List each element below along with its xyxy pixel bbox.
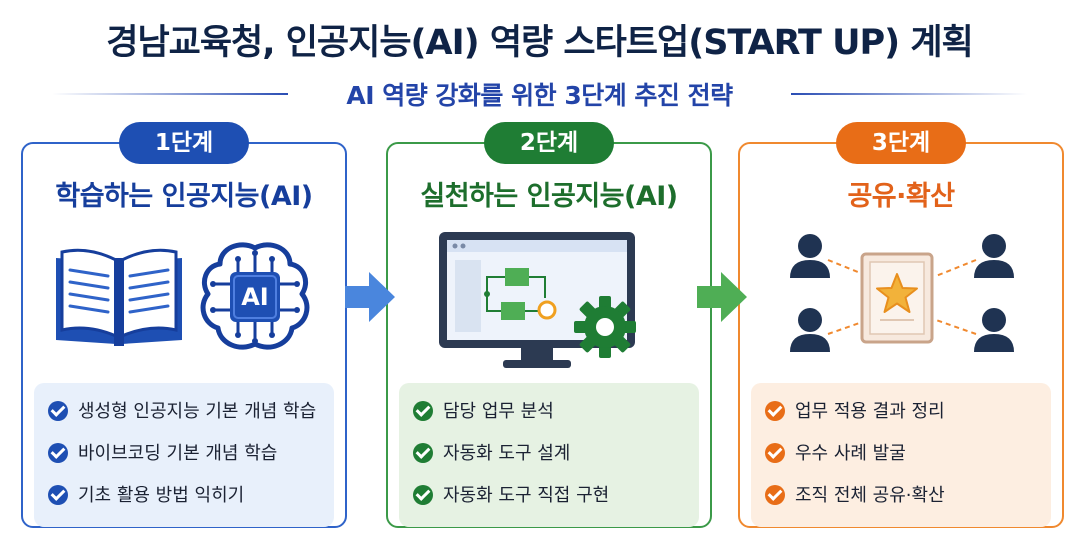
stage-2-badge: 2단계 <box>484 122 614 164</box>
page-title: 경남교육청, 인공지능(AI) 역량 스타트업(START UP) 계획 <box>106 23 974 63</box>
check-icon <box>765 443 785 463</box>
star-document-icon <box>860 252 934 344</box>
subtitle-divider-right <box>791 93 1027 95</box>
check-icon <box>765 401 785 421</box>
list-item: 기초 활용 방법 익히기 <box>48 483 244 509</box>
gear-icon <box>574 296 636 358</box>
check-icon <box>413 485 433 505</box>
check-icon <box>48 485 68 505</box>
check-icon <box>48 443 68 463</box>
list-item: 자동화 도구 직접 구현 <box>413 483 609 509</box>
stage-1-item-list: 생성형 인공지능 기본 개념 학습 바이브코딩 기본 개념 학습 기초 활용 방… <box>34 383 334 527</box>
arrow-right-icon <box>697 272 747 322</box>
stage-1-title: 학습하는 인공지능(AI) <box>55 181 313 212</box>
subtitle-row: AI 역량 강화를 위한 3단계 추진 전략 <box>0 74 1079 110</box>
list-item: 바이브코딩 기본 개념 학습 <box>48 441 277 467</box>
list-item: 우수 사례 발굴 <box>765 441 906 467</box>
list-item: 생성형 인공지능 기본 개념 학습 <box>48 399 316 425</box>
list-item: 자동화 도구 설계 <box>413 441 570 467</box>
stage-3-title: 공유·확산 <box>847 181 955 212</box>
check-icon <box>765 485 785 505</box>
list-item-label: 기초 활용 방법 익히기 <box>78 485 245 506</box>
list-item-label: 바이브코딩 기본 개념 학습 <box>78 443 278 464</box>
arrow-right-icon <box>345 272 395 322</box>
list-item-label: 업무 적용 결과 정리 <box>795 401 945 422</box>
list-item-label: 담당 업무 분석 <box>443 401 554 422</box>
list-item: 업무 적용 결과 정리 <box>765 399 945 425</box>
stage-3-badge: 3단계 <box>836 122 966 164</box>
ai-brain-icon <box>200 242 310 350</box>
subtitle-divider-left <box>52 93 288 95</box>
ai-chip-label: AI <box>241 283 269 311</box>
list-item-label: 우수 사례 발굴 <box>795 443 906 464</box>
list-item: 담당 업무 분석 <box>413 399 554 425</box>
list-item-label: 생성형 인공지능 기본 개념 학습 <box>78 401 317 422</box>
check-icon <box>413 443 433 463</box>
stage-2-item-list: 담당 업무 분석 자동화 도구 설계 자동화 도구 직접 구현 <box>399 383 699 527</box>
list-item: 조직 전체 공유·확산 <box>765 483 945 509</box>
list-item-label: 자동화 도구 직접 구현 <box>443 485 610 506</box>
check-icon <box>413 401 433 421</box>
page-subtitle: AI 역량 강화를 위한 3단계 추진 전략 <box>346 81 733 110</box>
people-network-icon <box>790 234 1014 352</box>
list-item-label: 자동화 도구 설계 <box>443 443 571 464</box>
stage-2-title: 실천하는 인공지능(AI) <box>420 181 678 212</box>
list-item-label: 조직 전체 공유·확산 <box>795 485 945 506</box>
check-icon <box>48 401 68 421</box>
open-book-icon <box>56 248 182 346</box>
stage-3-item-list: 업무 적용 결과 정리 우수 사례 발굴 조직 전체 공유·확산 <box>751 383 1051 527</box>
stage-1-badge: 1단계 <box>119 122 249 164</box>
